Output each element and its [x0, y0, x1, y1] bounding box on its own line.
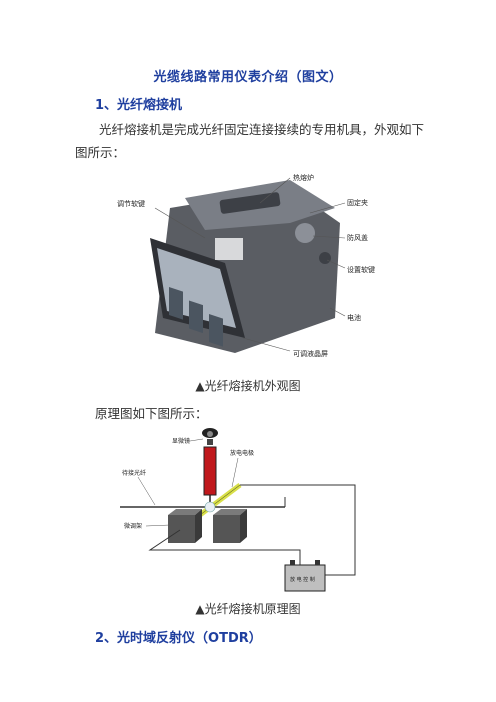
section-heading-fusion-splicer: 1、光纤熔接机 — [95, 98, 183, 113]
callout-fixing-clamp: 固定夹 — [347, 198, 368, 207]
microscope-tube — [203, 446, 217, 496]
callout-adjust-key: 调节软键 — [117, 199, 145, 208]
callout-heat-oven: 热熔炉 — [293, 173, 314, 182]
label-fine-tune: 微调架 — [124, 522, 142, 530]
figure2-caption: ▲光纤熔接机原理图 — [195, 602, 301, 616]
callout-settings-key: 设置软键 — [347, 265, 375, 274]
control-wire-top — [240, 484, 356, 576]
callout-battery: 电池 — [347, 313, 361, 322]
fine-tune-block-right — [213, 515, 240, 543]
fusion-splicer-photo: 热熔炉 固定夹 调节软键 防风盖 设置软键 电池 可调液晶屏 — [117, 173, 375, 358]
label-control-box: 放 电 控 制 — [290, 576, 315, 583]
intro-paragraph: 光纤熔接机是完成光纤固定连接接续的专用机具，外观如下图所示： — [75, 122, 425, 160]
label-fiber: 待接光纤 — [122, 469, 146, 477]
discharge-control-box — [284, 564, 326, 592]
principle-diagram: 显微镜 放电电极 待接光纤 微调架 放 电 控 制 — [120, 428, 356, 592]
fiber-clamp — [215, 238, 243, 260]
lcd-panel — [169, 287, 183, 320]
document-title: 光缆线路常用仪表介绍（图文） — [153, 70, 343, 85]
principle-intro: 原理图如下图所示： — [95, 406, 208, 421]
section-heading-otdr: 2、光时域反射仪（OTDR） — [95, 631, 262, 646]
windshield-cover — [295, 223, 315, 243]
control-wire-bottom — [148, 529, 301, 565]
lcd-panel — [209, 314, 223, 347]
lcd-panel — [189, 300, 203, 334]
fine-tune-block-left — [168, 515, 195, 543]
label-microscope: 显微镜 — [172, 437, 190, 445]
callout-windshield: 防风盖 — [347, 233, 368, 242]
settings-key — [319, 252, 331, 264]
figure1-caption: ▲光纤熔接机外观图 — [195, 379, 301, 393]
microscope-icon — [202, 428, 218, 445]
heat-oven — [219, 192, 281, 214]
label-electrode: 放电电极 — [230, 449, 254, 457]
callout-lcd: 可调液晶屏 — [293, 349, 328, 358]
